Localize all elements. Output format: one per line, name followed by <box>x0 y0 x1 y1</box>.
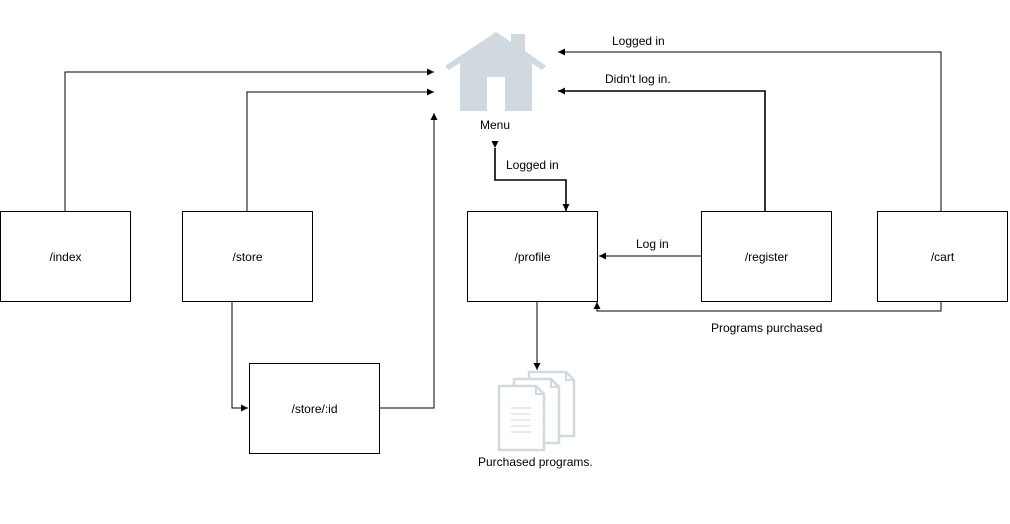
menu-label: Menu <box>480 118 511 132</box>
node-store-id[interactable]: /store/:id <box>249 363 380 454</box>
node-register-label: /register <box>744 249 789 264</box>
node-cart-label: /cart <box>930 249 955 264</box>
edge-index-menu <box>61 68 434 218</box>
edge-label-cart-menu: Logged in <box>612 34 665 48</box>
edge-store-menu <box>243 88 434 218</box>
node-index[interactable]: /index <box>0 211 131 302</box>
edge-store-storeid <box>231 301 248 412</box>
edge-label-cart-profile: Programs purchased <box>711 321 823 335</box>
edge-cart-menu <box>558 48 945 218</box>
edge-register-menu <box>558 87 769 218</box>
house-icon <box>445 32 546 111</box>
node-store-label: /store <box>232 249 263 264</box>
node-register[interactable]: /register <box>701 211 832 302</box>
documents-icon <box>497 370 576 452</box>
edge-profile-menu <box>491 141 570 211</box>
edge-label-register-menu: Didn't log in. <box>605 72 671 86</box>
node-cart[interactable]: /cart <box>877 211 1008 302</box>
edge-label-profile-menu: Logged in <box>506 158 559 172</box>
edge-cart-profile <box>593 301 942 312</box>
edge-storeid-menu <box>380 113 438 409</box>
node-profile[interactable]: /profile <box>467 211 598 302</box>
node-profile-label: /profile <box>514 249 551 264</box>
edge-label-register-profile: Log in <box>636 237 669 251</box>
purchased-programs-label: Purchased programs. <box>478 455 593 469</box>
node-index-label: /index <box>49 249 82 264</box>
node-store[interactable]: /store <box>182 211 313 302</box>
node-store-id-label: /store/:id <box>291 401 338 416</box>
